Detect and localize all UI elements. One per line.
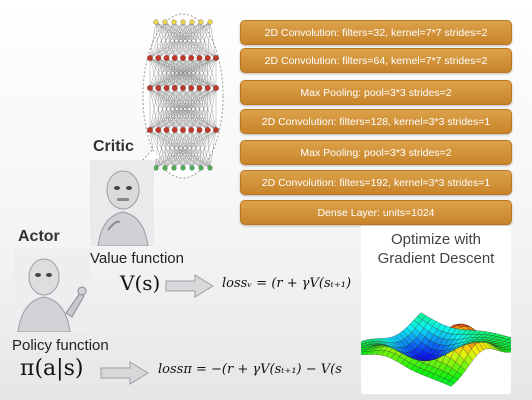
critic-label: Critic [93, 138, 134, 155]
network-node [147, 55, 153, 61]
network-node [171, 127, 178, 133]
actor-caption: Policy function [12, 337, 109, 354]
network-node [198, 165, 204, 171]
network-node [155, 127, 162, 133]
network-node [171, 85, 178, 91]
network-node [163, 127, 170, 133]
network-node [188, 55, 195, 61]
critic-loss-formula: lossᵥ = (r + γV(sₜ₊₁) [222, 276, 352, 291]
layer-box: Max Pooling: pool=3*3 strides=2 [240, 80, 512, 105]
network-node [204, 127, 211, 133]
network-node [196, 85, 203, 91]
network-node [180, 19, 186, 25]
neural-network-diagram [142, 13, 224, 179]
policy-function-symbol: π(a|s) [20, 356, 84, 381]
network-node [171, 55, 178, 61]
actor-arrow-icon [100, 361, 149, 385]
network-node [147, 127, 153, 133]
network-node [147, 85, 153, 91]
network-node [155, 85, 162, 91]
network-node [204, 85, 211, 91]
network-node [204, 55, 211, 61]
layer-box: 2D Convolution: filters=32, kernel=7*7 s… [240, 20, 512, 45]
network-node [207, 165, 213, 171]
network-node [189, 19, 195, 25]
actor-loss-formula: lossπ = −(r + γV(sₜ₊₁) − V(s [158, 362, 342, 377]
layer-box: 2D Convolution: filters=192, kernel=3*3 … [240, 170, 512, 195]
critic-arrow-icon [165, 274, 214, 298]
optimizer-title-line2: Gradient Descent [377, 250, 495, 267]
optimizer-title-line1: Optimize with [390, 231, 482, 248]
critic-robot-image [90, 160, 154, 246]
optimizer-panel: Optimize with Gradient Descent [361, 226, 511, 394]
value-function-symbol: V(s) [120, 271, 161, 295]
network-node [213, 55, 219, 61]
network-node [196, 127, 203, 133]
network-node [180, 85, 186, 91]
network-node [188, 127, 195, 133]
actor-label: Actor [18, 228, 60, 245]
network-node [180, 55, 186, 61]
network-node [188, 85, 195, 91]
network-node [153, 19, 159, 25]
optimizer-title: Optimize with Gradient Descent [361, 230, 511, 268]
actor-robot-image [14, 249, 90, 332]
layer-box: Dense Layer: units=1024 [240, 200, 512, 225]
network-node [163, 85, 170, 91]
network-node [180, 127, 186, 133]
layer-box: 2D Convolution: filters=64, kernel=7*7 s… [240, 48, 512, 73]
network-node [196, 55, 203, 61]
network-node [180, 165, 186, 171]
network-node [171, 165, 177, 171]
network-node [155, 55, 162, 61]
network-node [189, 165, 195, 171]
network-node [162, 165, 168, 171]
network-node [162, 19, 168, 25]
network-node [171, 19, 177, 25]
layer-box: 2D Convolution: filters=128, kernel=3*3 … [240, 109, 512, 134]
critic-caption: Value function [90, 250, 184, 267]
network-node [198, 19, 204, 25]
network-node [163, 55, 170, 61]
network-node [213, 85, 219, 91]
network-node [207, 19, 213, 25]
network-node [213, 127, 219, 133]
gradient-surface-plot [361, 312, 511, 387]
layer-box: Max Pooling: pool=3*3 strides=2 [240, 140, 512, 165]
